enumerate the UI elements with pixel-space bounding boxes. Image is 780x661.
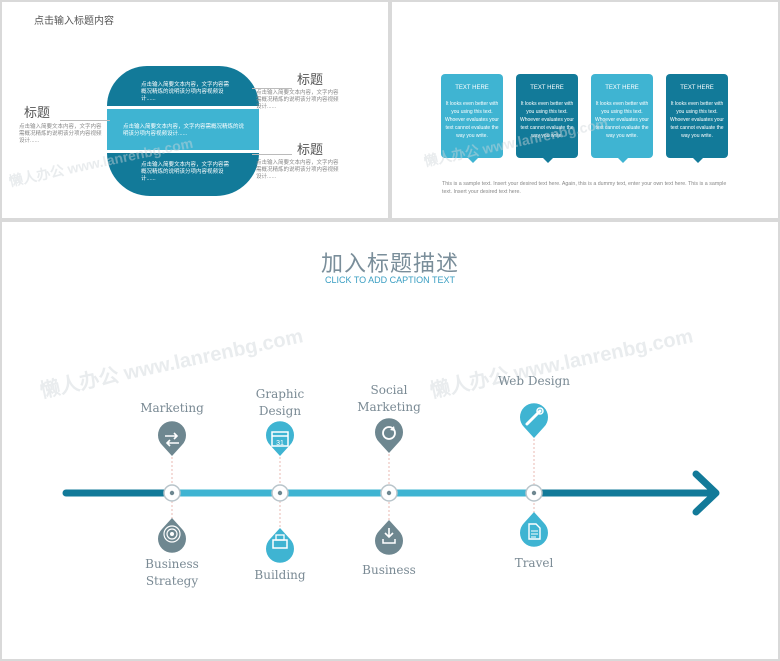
timeline-connectors: [171, 435, 535, 530]
card-body: It looks even better with you using this…: [520, 101, 574, 139]
download-icon: [375, 520, 403, 555]
wrench-icon: [520, 403, 548, 438]
milestone-label-top-1: Marketing: [140, 401, 204, 415]
segmented-circle: 点击输入简要文本内容，文字内容需概况精炼的说明该分项内容视频设计...... 点…: [107, 66, 259, 196]
milestone-label-bottom-1: Business Strategy: [145, 557, 199, 588]
slide-main[interactable]: 加入标题描述 CLICK TO ADD CAPTION TEXT 懒人办公 ww…: [2, 222, 778, 659]
card-title: TEXT HERE: [455, 85, 489, 91]
card-pointer: [543, 158, 553, 163]
right-top-description: 点击输入简要文本内容，文字内容需概况精炼的说明该分项内容视频设计......: [256, 90, 339, 110]
exchange-icon: [158, 421, 186, 456]
milestone-label-top-2: Graphic Design: [255, 387, 305, 418]
card-title: TEXT HERE: [680, 85, 714, 91]
card-title: TEXT HERE: [530, 85, 564, 91]
page-title: 加入标题描述: [320, 251, 459, 276]
target-icon: [158, 518, 186, 553]
milestone-label-bottom-2: Building: [254, 568, 306, 582]
document-icon: [520, 512, 548, 547]
timeline-graphic: 31: [62, 403, 720, 563]
right-bottom-heading: 标题: [297, 142, 324, 157]
card-pointer: [693, 158, 703, 163]
left-description: 点击输入简要文本内容，文字内容需概况精炼的说明该分项内容视频设计......: [19, 124, 102, 144]
card-pointer: [468, 158, 478, 163]
sample-footer-text: This is a sample text. Insert your desir…: [442, 181, 727, 195]
slide-thumbnail-1[interactable]: 点击输入标题内容 点击输入简要文本内容，文字内容需概况精炼的说明该分项内容视频设…: [2, 2, 388, 218]
text-card-4: TEXT HERE It looks even better with you …: [666, 74, 728, 163]
card-pointer: [618, 158, 628, 163]
slide-thumbnail-2[interactable]: TEXT HERE It looks even better with you …: [392, 2, 778, 218]
card-title: TEXT HERE: [605, 85, 639, 91]
milestone-label-bottom-3: Business: [362, 563, 416, 577]
text-card-2: TEXT HERE It looks even better with you …: [516, 74, 578, 163]
card-body: It looks even better with you using this…: [445, 101, 499, 139]
circle-band-top: 点击输入简要文本内容，文字内容需概况精炼的说明该分项内容视频设计......: [107, 66, 259, 106]
milestone-label-top-4: Web Design: [497, 374, 571, 388]
text-card-3: TEXT HERE It looks even better with you …: [591, 74, 653, 163]
card-body: It looks even better with you using this…: [670, 101, 724, 139]
connector-line-right-top: [252, 88, 292, 89]
page-subtitle: CLICK TO ADD CAPTION TEXT: [324, 275, 456, 285]
timeline-arrowhead: [692, 470, 720, 516]
slide1-title: 点击输入标题内容: [34, 16, 114, 27]
printer-icon: [266, 528, 294, 563]
text-card-1: TEXT HERE It looks even better with you …: [441, 74, 503, 163]
circle-band-middle: 点击输入简要文本内容，文字内容需概况精炼的说明该分项内容视频设计......: [107, 109, 259, 150]
calendar-icon: 31: [266, 421, 294, 456]
card-body: It looks even better with you using this…: [595, 101, 649, 139]
right-top-heading: 标题: [297, 72, 324, 87]
circle-band-bottom: 点击输入简要文本内容，文字内容需概况精炼的说明该分项内容视频设计......: [107, 153, 259, 196]
milestone-label-bottom-4: Travel: [514, 556, 554, 570]
refresh-icon: [375, 418, 403, 453]
connector-line-right-bottom: [252, 154, 292, 155]
left-heading: 标题: [24, 105, 51, 120]
connector-line-left: [60, 120, 110, 121]
timeline-node-dots: [169, 490, 537, 496]
milestone-label-top-3: Social Marketing: [357, 383, 421, 414]
right-bottom-description: 点击输入简要文本内容，文字内容需概况精炼的说明该分项内容视频设计......: [256, 160, 339, 180]
svg-text:31: 31: [276, 440, 284, 447]
